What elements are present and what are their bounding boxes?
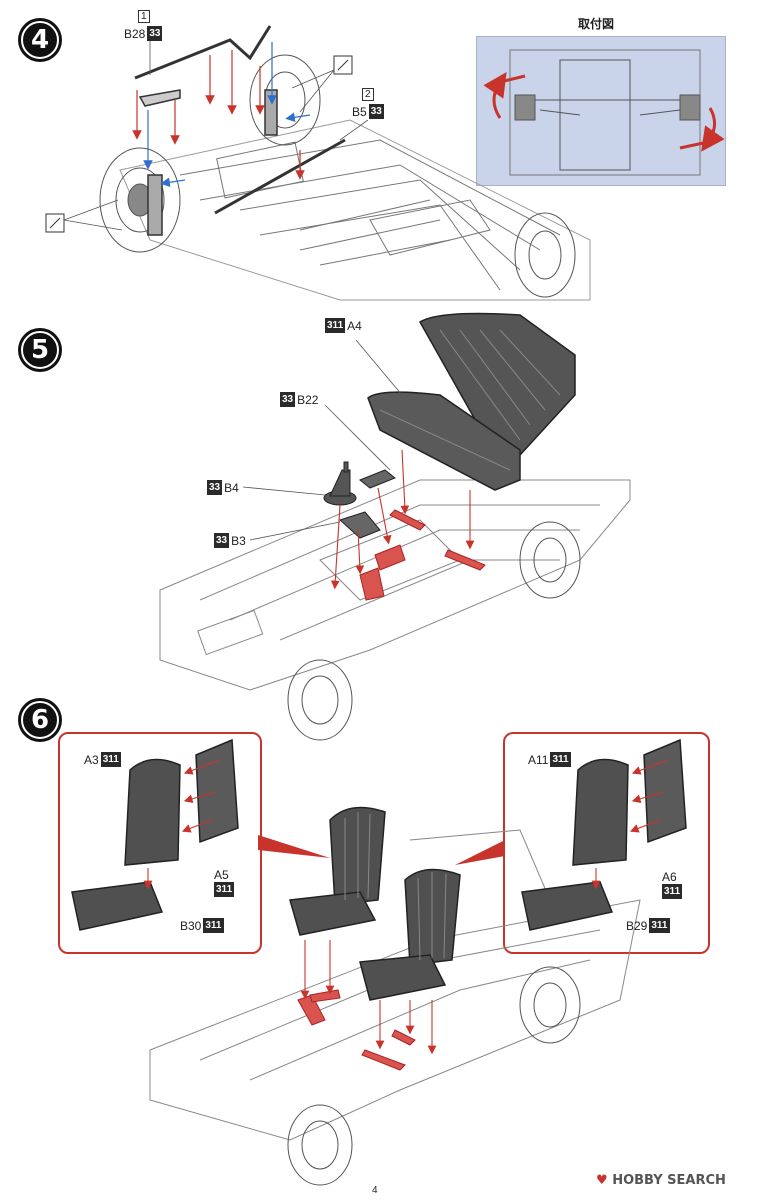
paint-code: 311 — [100, 752, 121, 767]
step-5-number: 5 — [30, 335, 50, 365]
part-label-a5-paint: 311 — [214, 882, 235, 897]
step4-wheel-rear — [514, 212, 576, 298]
step4-chassis-drawing — [119, 119, 591, 301]
heart-icon: ♥ — [596, 1173, 608, 1188]
watermark: ♥ HOBBY SEARCH — [596, 1173, 726, 1188]
watermark-text: HOBBY SEARCH — [612, 1173, 726, 1188]
step4-wheel-front-left — [99, 147, 181, 253]
part-label-1-box: 1 — [138, 10, 150, 23]
part-label-a4: 311 A4 — [325, 318, 362, 333]
step5-wheel-front — [287, 659, 353, 741]
paint-code: 311 — [203, 918, 224, 933]
paint-code: 311 — [662, 884, 683, 899]
step5-gear-shifter — [323, 461, 357, 506]
step6-callout-pointers — [258, 835, 505, 865]
step6-red-arrows — [300, 940, 437, 1055]
step4-red-arrows — [132, 50, 305, 180]
part-label-a6: A6 — [662, 870, 677, 884]
part-code: A3 — [84, 752, 99, 767]
part-label-a5: A5 — [214, 868, 229, 882]
step-6-number: 6 — [30, 705, 50, 735]
inset-rotation-arrows — [483, 72, 725, 152]
part-number-box: 2 — [362, 88, 374, 101]
part-label-a3: A3 311 — [84, 752, 121, 767]
inset-suspension-drawing — [509, 49, 701, 176]
step5-wheel-rear — [519, 521, 581, 599]
paint-code: 33 — [280, 392, 296, 407]
part-code: B30 — [180, 918, 202, 933]
glue-icon — [45, 55, 353, 233]
part-code: B29 — [626, 918, 648, 933]
part-label-2-box: 2 — [362, 88, 374, 101]
step5-red-arrows — [330, 449, 475, 590]
part-code: B4 — [224, 480, 239, 495]
step6-red-seat-rails — [297, 989, 416, 1071]
paint-code: 33 — [214, 533, 230, 548]
part-code: B5 — [352, 104, 367, 119]
step-5-badge: 5 — [18, 328, 62, 372]
step5-console-part — [339, 469, 396, 539]
step4-control-arm — [138, 89, 278, 236]
step4-stabilizer-bar — [134, 25, 272, 80]
part-label-b22: 33 B22 — [280, 392, 318, 407]
part-code: B3 — [231, 533, 246, 548]
part-code: B22 — [297, 392, 319, 407]
paint-code: 33 — [147, 26, 163, 41]
paint-code: 33 — [207, 480, 223, 495]
part-label-a11: A11 311 — [528, 752, 571, 767]
part-label-b28: B28 33 — [124, 26, 163, 41]
part-label-b3: 33 B3 — [214, 533, 246, 548]
part-label-b4: 33 B4 — [207, 480, 239, 495]
part-code: A5 — [214, 868, 229, 882]
paint-code: 33 — [368, 104, 384, 119]
step5-rear-seat — [367, 312, 576, 491]
paint-code: 311 — [325, 318, 346, 333]
step-6-badge: 6 — [18, 698, 62, 742]
step6-wheel-rear — [519, 966, 581, 1044]
step6-right-detail-drawing — [521, 738, 687, 931]
part-label-b30: B30 311 — [180, 918, 224, 933]
step-4-number: 4 — [30, 25, 50, 55]
part-code: B28 — [124, 26, 146, 41]
page-number: 4 — [372, 1185, 378, 1196]
part-label-b5: B5 33 — [352, 104, 384, 119]
paint-code: 311 — [214, 882, 235, 897]
step6-front-seats — [289, 806, 461, 1001]
part-code: A4 — [347, 318, 362, 333]
step6-left-detail-drawing — [71, 738, 239, 931]
inset-title: 取付図 — [578, 17, 615, 31]
step5-red-parts — [359, 509, 486, 601]
part-label-a6-paint: 311 — [662, 884, 683, 899]
step4-blue-arrows — [143, 42, 311, 188]
part-label-b29: B29 311 — [626, 918, 670, 933]
paint-code: 311 — [649, 918, 670, 933]
step-4-badge: 4 — [18, 18, 62, 62]
part-code: A11 — [528, 752, 549, 767]
part-number-box: 1 — [138, 10, 150, 23]
step6-wheel-front — [287, 1104, 353, 1186]
step4-tie-rod — [214, 138, 346, 215]
paint-code: 311 — [550, 752, 571, 767]
part-code: A6 — [662, 870, 677, 884]
